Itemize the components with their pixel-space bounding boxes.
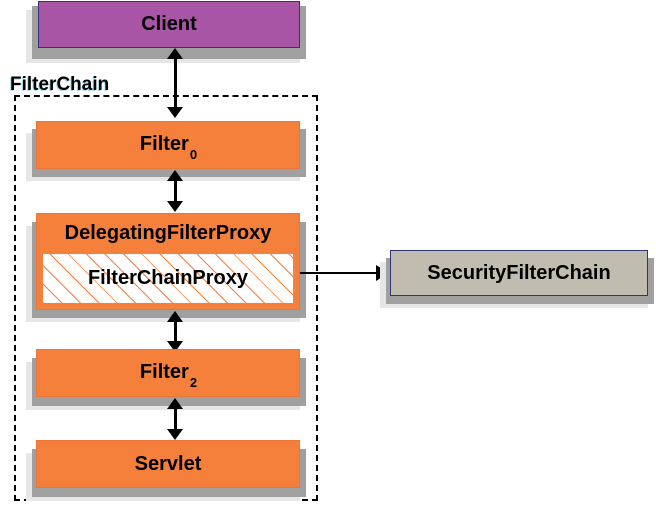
node-client[interactable]: Client bbox=[38, 1, 300, 48]
arrow-filter2-to-servlet-head-up bbox=[167, 398, 183, 409]
node-delegating-filter-proxy-label: DelegatingFilterProxy bbox=[64, 222, 272, 244]
node-delegating-filter-proxy[interactable]: DelegatingFilterProxy FilterChainProxy bbox=[36, 213, 300, 310]
node-filter2[interactable]: Filter2 bbox=[36, 349, 300, 397]
node-servlet-label: Servlet bbox=[134, 452, 202, 475]
node-security-filter-chain-label: SecurityFilterChain bbox=[427, 261, 611, 284]
arrow-client-to-filter0-line bbox=[174, 58, 177, 108]
arrow-fcp-to-sfc-line bbox=[300, 272, 378, 274]
node-servlet[interactable]: Servlet bbox=[36, 440, 300, 488]
node-filter0[interactable]: Filter0 bbox=[36, 121, 300, 169]
arrow-filter0-to-dfp-head-down bbox=[167, 201, 183, 212]
arrow-filter0-to-dfp-line bbox=[174, 180, 177, 203]
arrow-filter2-to-servlet-line bbox=[174, 408, 177, 431]
arrow-client-to-filter0-head-up bbox=[167, 48, 183, 59]
node-filter0-label: Filter0 bbox=[139, 132, 198, 162]
group-label-filterchain: FilterChain bbox=[10, 74, 110, 95]
node-client-label: Client bbox=[141, 13, 197, 35]
node-filter2-subscript: 2 bbox=[189, 374, 198, 390]
arrow-dfp-to-filter2-head-down bbox=[167, 341, 183, 352]
node-filter-chain-proxy-label: FilterChainProxy bbox=[87, 267, 249, 289]
node-security-filter-chain[interactable]: SecurityFilterChain bbox=[390, 250, 648, 296]
node-filter2-label: Filter2 bbox=[139, 360, 198, 390]
arrow-filter2-to-servlet-head-down bbox=[167, 429, 183, 440]
arrow-dfp-to-filter2-head-up bbox=[167, 311, 183, 322]
node-filter0-subscript: 0 bbox=[189, 146, 198, 162]
arrow-filter0-to-dfp-head-up bbox=[167, 170, 183, 181]
node-filter-chain-proxy[interactable]: FilterChainProxy bbox=[42, 253, 294, 304]
arrow-client-to-filter0-head-down bbox=[167, 107, 183, 118]
arrow-dfp-to-filter2-line bbox=[174, 321, 177, 343]
